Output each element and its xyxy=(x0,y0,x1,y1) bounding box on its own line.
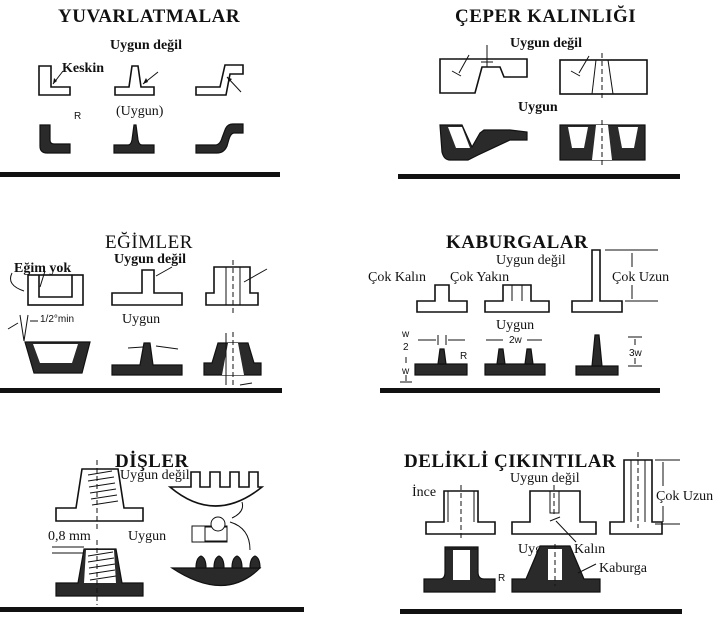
min-angle-label: 1/2°min xyxy=(40,314,75,325)
section-divider xyxy=(398,174,680,179)
bad-label: Uygun değil xyxy=(110,38,182,53)
bad-label: Uygun değil xyxy=(510,471,580,486)
good-label: (Uygun) xyxy=(116,104,164,119)
good-label: Uygun xyxy=(518,100,558,115)
thin-wall-boss-shape xyxy=(425,490,496,535)
threads-diagram xyxy=(52,460,265,605)
panel-title: KABURGALAR xyxy=(446,232,589,253)
bad-label: Uygun değil xyxy=(114,252,186,267)
rounded-gear-shape xyxy=(170,567,262,586)
good-label: Uygun xyxy=(496,318,535,333)
panel-title: YUVARLATMALAR xyxy=(58,6,241,27)
proper-rib-shape xyxy=(496,348,506,365)
rounded-l-shape xyxy=(39,124,71,154)
bad-label: Uygun değil xyxy=(510,36,582,51)
thick-rib-shape xyxy=(416,284,468,313)
thick-label: Kalın xyxy=(574,542,606,557)
uneven-wall-shape xyxy=(439,58,528,94)
wall-thickness-diagram xyxy=(439,45,648,166)
no-draft-boss-shape xyxy=(205,266,259,306)
section-divider xyxy=(380,388,660,393)
bad-label: Uygun değil xyxy=(120,468,190,483)
long-rib-shape xyxy=(571,249,623,313)
panel-wall-thickness: ÇEPER KALINLIĞI Uygun değil Uygun xyxy=(360,0,720,215)
roller-wheel-shape xyxy=(210,516,226,532)
no-draft-t-shape xyxy=(111,269,183,306)
bad-label: Uygun değil xyxy=(496,253,566,268)
half-w-numerator: w xyxy=(402,329,410,340)
section-divider xyxy=(0,607,304,612)
proper-rib-shape xyxy=(524,348,534,365)
panel-fillets: YUVARLATMALAR Uygun değil Keskin R (Uygu… xyxy=(0,0,360,215)
too-long-label: Çok Uzun xyxy=(612,270,670,285)
rounded-step-shape xyxy=(195,123,244,154)
sharp-l-shape xyxy=(38,65,71,96)
no-draft-box-shape xyxy=(27,274,84,306)
threaded-boss-shape xyxy=(55,468,144,522)
no-draft-label: Eğim yok xyxy=(14,261,72,276)
too-long-label: Çok Uzun xyxy=(656,489,714,504)
good-label: Uygun xyxy=(122,312,161,327)
thick-block-shape xyxy=(559,59,648,95)
radius-label: R xyxy=(460,351,468,362)
sharp-label: Keskin xyxy=(62,61,105,76)
section-divider xyxy=(400,609,682,614)
too-thick-label: Çok Kalın xyxy=(368,270,426,285)
sharp-gear-shape xyxy=(167,471,265,507)
thin-label: İnce xyxy=(412,485,437,500)
base-plate-shape xyxy=(575,365,619,376)
two-w-label: 2w xyxy=(509,335,522,346)
base-plate-shape xyxy=(484,363,546,376)
clearance-label: 0,8 mm xyxy=(48,529,91,544)
draft-diagram xyxy=(7,260,268,387)
long-boss-shape xyxy=(609,459,663,535)
rounded-t-shape xyxy=(113,124,155,154)
fillets-diagram xyxy=(38,64,244,154)
radius-label: R xyxy=(498,573,506,584)
panel-ribs: KABURGALAR Uygun değil Çok Kalın Çok Yak… xyxy=(360,225,720,415)
base-plate-shape xyxy=(414,363,468,376)
drafted-t-shape xyxy=(111,342,183,376)
close-ribs-shape xyxy=(484,284,550,313)
good-label: Uygun xyxy=(128,529,167,544)
section-divider xyxy=(0,388,282,393)
panel-title: EĞİMLER xyxy=(105,232,193,253)
radius-label: R xyxy=(74,111,82,122)
panel-bosses: DELİKLİ ÇIKINTILAR Uygun değil İnce Çok … xyxy=(360,440,720,619)
proper-rib-shape xyxy=(437,348,447,365)
three-w-label: 3w xyxy=(629,348,642,359)
w-label: w xyxy=(402,366,410,377)
section-divider xyxy=(0,172,280,177)
bosses-diagram xyxy=(423,452,680,593)
ribs-diagram xyxy=(400,249,658,383)
rib-label: Kaburga xyxy=(599,561,647,576)
panel-threads: DİŞLER Uygun değil 0,8 mm Uygun xyxy=(0,440,360,619)
half-w-denominator: 2 xyxy=(403,342,409,353)
thick-wall-boss-shape xyxy=(511,490,597,535)
panel-title: DİŞLER xyxy=(115,451,189,472)
sharp-step-shape xyxy=(195,64,244,96)
panel-draft: EĞİMLER Uygun değil Eğim yok 1/2°min Uyg… xyxy=(0,225,360,415)
too-close-label: Çok Yakın xyxy=(450,270,510,285)
proper-tall-rib-shape xyxy=(591,334,603,367)
panel-title: ÇEPER KALINLIĞI xyxy=(455,6,637,27)
sharp-t-shape xyxy=(114,65,155,96)
panel-title: DELİKLİ ÇIKINTILAR xyxy=(404,451,617,472)
